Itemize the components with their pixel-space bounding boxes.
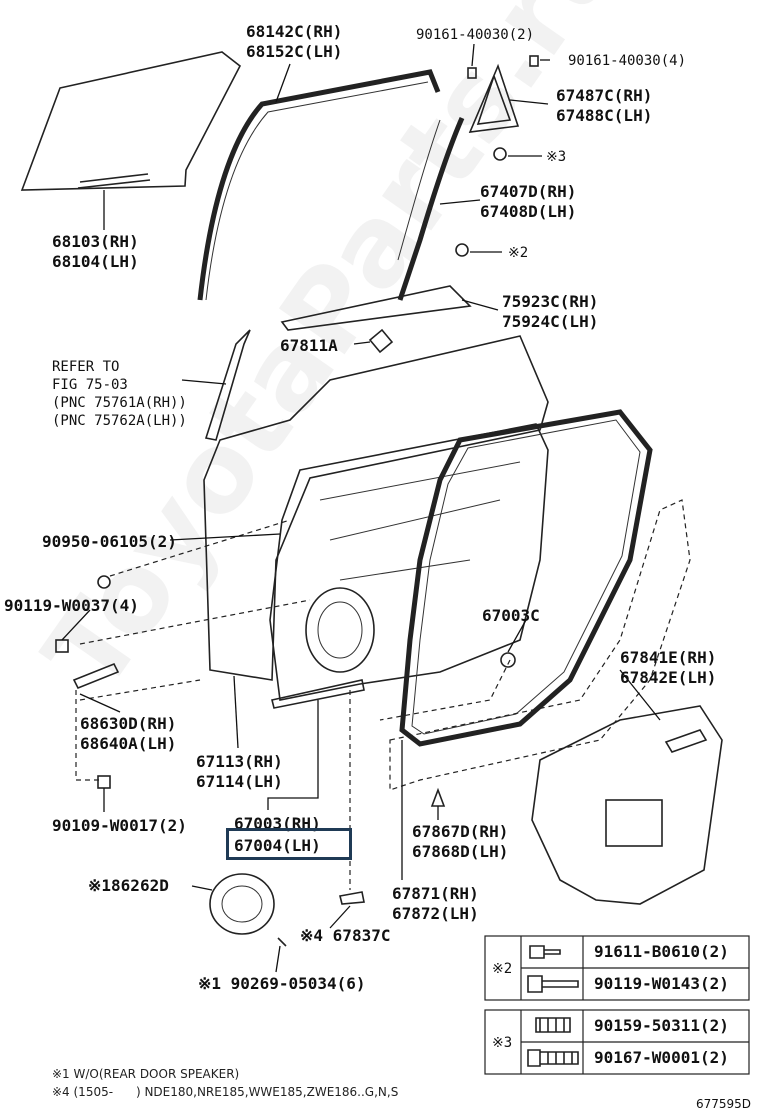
division-bar <box>397 116 465 301</box>
bolt-mark3 <box>493 147 507 161</box>
note-4: ※4 (1505- ) NDE180,NRE185,WWE185,ZWE186.… <box>52 1085 399 1099</box>
run-channel <box>197 69 441 301</box>
bolt-top-1 <box>467 67 477 79</box>
label-67868d: 67868D(LH) <box>412 842 509 861</box>
label-68630d: 68630D(RH) <box>80 714 177 733</box>
label-67113: 67113(RH) <box>196 752 283 771</box>
label-68640a: 68640A(LH) <box>80 734 177 753</box>
label-mark2: ※2 <box>508 245 529 261</box>
label-90950: 90950-06105(2) <box>42 532 177 551</box>
clip-67837c <box>339 891 365 905</box>
label-68142c: 68142C(RH) <box>246 22 343 41</box>
note-1: ※1 W/O(REAR DOOR SPEAKER) <box>52 1067 240 1081</box>
label-refer-to: REFER TO <box>52 359 120 375</box>
bolt-top-2 <box>529 55 539 67</box>
label-pnc-lh: (PNC 75762A(LH)) <box>52 413 187 429</box>
clip-67867d <box>430 787 446 807</box>
label-67841e: 67841E(RH) <box>620 648 717 667</box>
label-68104: 68104(LH) <box>52 252 139 271</box>
label-67408d: 67408D(LH) <box>480 202 577 221</box>
table-row-90119-w0143: 90119-W0143(2) <box>594 974 729 993</box>
clip-67003c <box>500 652 516 668</box>
screw-90269 <box>277 937 287 947</box>
label-67811a: 67811A <box>280 336 338 355</box>
bolt-90109 <box>97 775 111 789</box>
label-67407d: 67407D(RH) <box>480 182 577 201</box>
label-67114: 67114(LH) <box>196 772 283 791</box>
label-67871: 67871(RH) <box>392 884 479 903</box>
table-row-90167: 90167-W0001(2) <box>594 1048 729 1067</box>
garnish <box>204 329 251 441</box>
label-67004: 67004(LH) <box>234 836 321 855</box>
highlight-box <box>226 828 352 860</box>
speaker-opening <box>305 587 375 673</box>
door-inner-panel <box>269 423 549 701</box>
label-90161-2: 90161-40030(2) <box>416 27 535 43</box>
door-check <box>72 662 120 690</box>
label-pnc-rh: (PNC 75761A(RH)) <box>52 395 187 411</box>
speaker <box>209 873 275 935</box>
label-90269: ※1 90269-05034(6) <box>198 974 366 993</box>
bolt-mark2 <box>455 243 469 257</box>
label-67487c: 67487C(RH) <box>556 86 653 105</box>
label-75923c: 75923C(RH) <box>502 292 599 311</box>
label-90109: 90109-W0017(2) <box>52 816 187 835</box>
table-row-91611: 91611-B0610(2) <box>594 942 729 961</box>
label-67842e: 67842E(LH) <box>620 668 717 687</box>
corner-piece <box>468 63 520 133</box>
label-67872: 67872(LH) <box>392 904 479 923</box>
lower-seal <box>271 679 365 709</box>
label-90119-w0037: 90119-W0037(4) <box>4 596 139 615</box>
label-68103: 68103(RH) <box>52 232 139 251</box>
door-glass <box>20 51 242 191</box>
bolt-90119 <box>55 639 69 653</box>
cover-window <box>605 799 663 847</box>
diagram-code: 677595D <box>696 1097 752 1111</box>
label-fig: FIG 75-03 <box>52 377 128 393</box>
door-weatherstrip <box>399 409 653 747</box>
service-cover <box>531 705 723 905</box>
belt-weatherstrip <box>280 285 472 331</box>
label-67003c: 67003C <box>482 606 540 625</box>
label-67488c: 67488C(LH) <box>556 106 653 125</box>
label-68152c: 68152C(LH) <box>246 42 343 61</box>
table-mark-3: ※3 <box>492 1035 513 1051</box>
label-86262d: ※186262D <box>88 876 169 895</box>
label-67867d: 67867D(RH) <box>412 822 509 841</box>
clip-90950 <box>97 575 111 589</box>
door-outer-panel <box>203 335 549 681</box>
table-mark-2: ※2 <box>492 961 513 977</box>
label-67837c: ※4 67837C <box>300 926 391 945</box>
label-90161-4: 90161-40030(4) <box>568 53 687 69</box>
clip-67811a <box>368 328 394 354</box>
glass-channel <box>77 173 151 189</box>
table-row-90159: 90159-50311(2) <box>594 1016 729 1035</box>
label-75924c: 75924C(LH) <box>502 312 599 331</box>
label-mark3: ※3 <box>546 149 567 165</box>
